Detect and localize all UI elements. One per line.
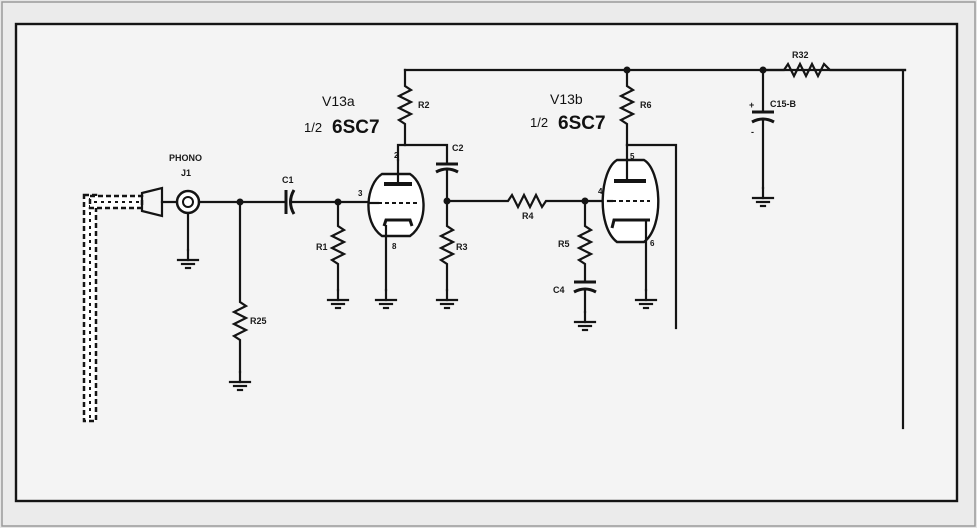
- c4-label: C4: [553, 285, 565, 295]
- capacitor-c4: [573, 280, 597, 332]
- resistor-r25: [228, 200, 252, 392]
- capacitor-c15b: [751, 68, 775, 208]
- v13b-name: V13b: [550, 91, 583, 107]
- phono-label: PHONO: [169, 153, 202, 163]
- c15b-minus: -: [751, 127, 754, 137]
- v13b-type: 6SC7: [558, 113, 606, 134]
- c15b-label: C15-B: [770, 99, 797, 109]
- phono-jack-j1: [175, 189, 201, 270]
- capacitor-c1: [284, 189, 372, 215]
- capacitor-c2: [403, 143, 459, 203]
- v13b-pin-6: 6: [650, 239, 655, 248]
- v13b-pin-4: 4: [598, 187, 603, 196]
- c15b-plus: +: [749, 100, 754, 110]
- v13b-pin-5: 5: [630, 152, 635, 161]
- r25-label: R25: [250, 316, 267, 326]
- r3-label: R3: [456, 242, 468, 252]
- resistor-r6: [618, 68, 636, 147]
- r6-label: R6: [640, 100, 652, 110]
- v13a-pin-3: 3: [358, 189, 363, 198]
- v13a-type: 6SC7: [332, 117, 380, 138]
- r2-label: R2: [418, 100, 430, 110]
- c1-label: C1: [282, 175, 294, 185]
- resistor-r2: [396, 68, 414, 162]
- c2-label: C2: [452, 143, 464, 153]
- resistor-r3: [435, 199, 459, 310]
- r1-label: R1: [316, 242, 328, 252]
- r5-label: R5: [558, 239, 570, 249]
- resistor-r5: [576, 199, 594, 282]
- schematic-border: [14, 22, 959, 503]
- v13b-fraction: 1/2: [530, 115, 548, 130]
- v13a-fraction: 1/2: [304, 120, 322, 135]
- tube-v13b: [601, 143, 660, 310]
- r32-label: R32: [792, 50, 809, 60]
- j1-label: J1: [181, 168, 191, 178]
- shielded-cable: [82, 193, 144, 423]
- tube-v13a: [367, 158, 425, 310]
- output-wire: [625, 143, 678, 330]
- r4-label: R4: [522, 211, 534, 221]
- phono-plug: [140, 186, 178, 218]
- resistor-r1: [326, 200, 350, 310]
- resistor-r4: [445, 192, 610, 210]
- resistor-r32: [761, 61, 907, 79]
- v13a-name: V13a: [322, 93, 355, 109]
- v13a-pin-8: 8: [392, 242, 397, 251]
- v13a-pin-2: 2: [394, 151, 399, 160]
